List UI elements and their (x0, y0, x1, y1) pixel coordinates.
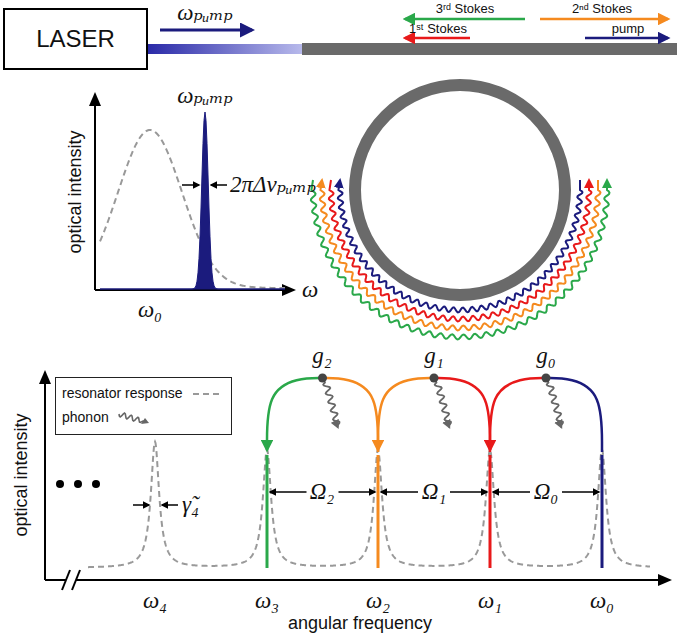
text-label: optical intensity (66, 130, 86, 253)
math-symbol: g₂ (312, 343, 332, 368)
math-symbol: ω₀ (138, 297, 162, 322)
scatter-arrow (490, 378, 546, 450)
math-symbol: ωₚᵤₘₚ (177, 83, 232, 108)
ellipsis-dot (56, 480, 64, 488)
box-label: LASER (36, 26, 115, 52)
lasing-line (377, 455, 380, 568)
x-axis (45, 579, 662, 581)
circulating-wave (320, 180, 601, 330)
math-symbol: ω (302, 277, 318, 302)
spacing-arrow (562, 491, 599, 493)
math-symbol: ω₀ (590, 588, 614, 613)
legend-row: phonon (62, 406, 225, 430)
linewidth-arrow (162, 504, 178, 506)
legend-box: resonator response phonon (55, 377, 232, 435)
pump-arrow (585, 37, 668, 40)
circulating-wave (329, 180, 592, 321)
scatter-arrow (323, 378, 379, 452)
stokes-arrow (405, 18, 525, 21)
legend-text: phonon (62, 410, 109, 425)
lasing-line (266, 455, 269, 568)
axis-head (39, 370, 51, 384)
laser-beam (148, 44, 304, 54)
spacing-arrow (493, 491, 530, 493)
scatter-point (430, 374, 439, 383)
laser-box: LASER (3, 8, 148, 70)
stokes-arrow (405, 37, 470, 40)
lasing-line (601, 455, 604, 568)
text-label: 2ⁿᵈ Stokes (572, 2, 632, 16)
y-axis (44, 380, 46, 580)
axis-break (72, 570, 80, 590)
math-symbol: g₀ (536, 343, 556, 368)
math-symbol: ω₁ (478, 588, 502, 613)
text-label: 3ʳᵈ Stokes (436, 2, 495, 16)
math-symbol: Ω₀ (532, 479, 561, 504)
linewidth-arrow (211, 184, 227, 186)
stokes-arrow (540, 18, 668, 21)
text-label: optical intensity (12, 413, 32, 536)
legend-text: resonator response (62, 386, 183, 401)
y-axis (94, 100, 96, 290)
axis-head (658, 574, 672, 586)
ring-resonator (355, 85, 565, 295)
phonon-wave (323, 382, 339, 427)
linewidth-arrow (182, 184, 199, 186)
dashed-line-sample (191, 384, 225, 404)
scatter-arrow (267, 378, 323, 450)
ellipsis-dot (74, 480, 82, 488)
math-symbol: ω₄ (143, 588, 167, 613)
linewidth-arrow (133, 504, 149, 506)
math-symbol: g₁ (424, 343, 444, 368)
math-symbol: Ω₂ (308, 479, 337, 504)
legend-row: resonator response (62, 382, 225, 406)
text-label: 1ˢᵗ Stokes (409, 22, 467, 36)
resonance-curve (100, 130, 285, 288)
axis-head (282, 284, 296, 296)
scatter-point (318, 374, 327, 383)
spacing-arrow (339, 491, 376, 493)
scatter-arrow (546, 378, 602, 452)
math-symbol: ω₃ (255, 588, 279, 613)
spacing-arrow (450, 491, 487, 493)
waveguide (302, 43, 677, 55)
scatter-point (542, 374, 551, 383)
math-symbol: 2πΔνₚᵤₘₚ (230, 172, 316, 197)
spacing-arrow (381, 491, 418, 493)
spacing-arrow (270, 491, 307, 493)
math-symbol: ω₂ (366, 588, 390, 613)
math-symbol: Ω₁ (420, 479, 449, 504)
axis-head (89, 92, 101, 106)
scatter-arrow (434, 378, 490, 452)
phonon-wave (435, 382, 451, 427)
math-symbol: γ̃₄ (182, 492, 199, 517)
math-symbol: ωₚᵤₘₚ (177, 0, 232, 25)
circulating-wave (311, 180, 610, 339)
resonator-response (88, 442, 650, 567)
axis-break (62, 570, 70, 590)
scatter-arrow (378, 378, 434, 450)
lasing-line (489, 455, 492, 568)
circulating-wave (338, 180, 583, 312)
phonon-sample (117, 408, 151, 428)
text-label: pump (612, 22, 645, 36)
pump-spectrum (100, 112, 285, 289)
pump-arrow (160, 29, 252, 32)
text-label: angular frequency (288, 614, 432, 634)
phonon-wave (547, 382, 563, 427)
ellipsis-dot (92, 480, 100, 488)
